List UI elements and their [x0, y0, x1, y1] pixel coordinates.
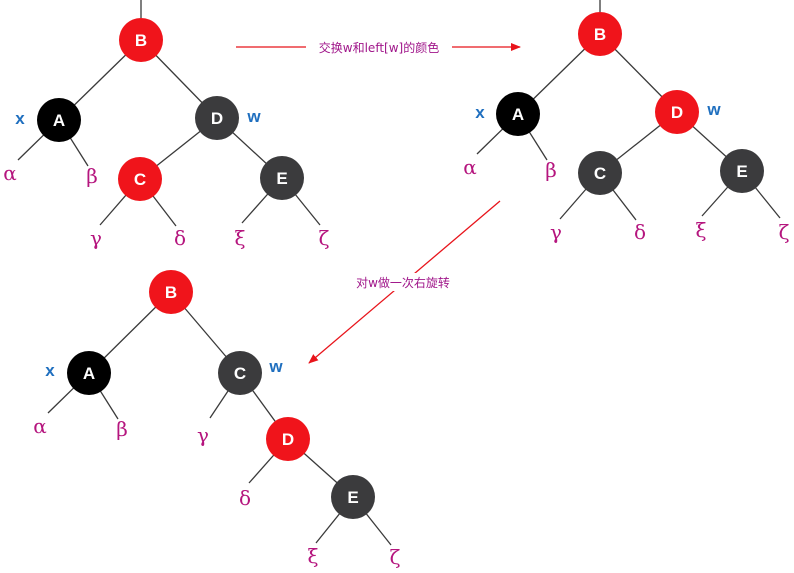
node-b-label: B	[594, 25, 606, 44]
node-e-label: E	[347, 488, 358, 507]
node-a	[496, 92, 540, 136]
caption-step1-bg	[306, 38, 452, 56]
step2-arrow: 对w做一次右旋转	[308, 200, 501, 364]
subtree-gamma: γ	[90, 226, 102, 250]
subtree-alpha: α	[463, 155, 477, 179]
node-d-label: D	[211, 109, 223, 128]
caption-step1: 交换w和left[w]的颜色	[319, 40, 439, 55]
node-e	[331, 475, 375, 519]
pointer-w: w	[246, 107, 261, 126]
node-a	[67, 351, 111, 395]
subtree-xi: ξ	[695, 218, 706, 242]
node-c	[578, 151, 622, 195]
node-e-label: E	[276, 169, 287, 188]
subtree-alpha: α	[33, 414, 47, 438]
node-a-label: A	[83, 364, 95, 383]
pointer-w: w	[706, 100, 721, 119]
subtree-alpha: α	[3, 161, 17, 185]
pointer-x: x	[15, 109, 25, 128]
subtree-zeta: ζ	[779, 220, 790, 244]
node-e	[720, 149, 764, 193]
node-e-label: E	[736, 162, 747, 181]
node-d	[655, 90, 699, 134]
node-b-label: B	[135, 31, 147, 50]
tree-after-rotation: B A C D E x w α β γ δ ξ ζ	[33, 270, 401, 569]
node-b	[119, 18, 163, 62]
pointer-w: w	[268, 357, 283, 376]
subtree-delta: δ	[174, 226, 186, 250]
subtree-gamma: γ	[197, 423, 209, 447]
step1-arrow: 交换w和left[w]的颜色	[236, 38, 521, 56]
caption-step2: 对w做一次右旋转	[356, 275, 450, 290]
subtree-zeta: ζ	[390, 545, 401, 569]
node-a-label: A	[512, 105, 524, 124]
tree-after-recolor: B A D C E x w α β γ δ ξ ζ	[463, 0, 790, 244]
subtree-xi: ξ	[307, 544, 318, 568]
subtree-xi: ξ	[234, 226, 245, 250]
node-c-label: C	[134, 170, 146, 189]
subtree-gamma: γ	[550, 220, 562, 244]
pointer-x: x	[475, 103, 485, 122]
node-d-label: D	[282, 430, 294, 449]
subtree-zeta: ζ	[319, 226, 330, 250]
node-d	[195, 96, 239, 140]
subtree-beta: β	[86, 164, 98, 188]
pointer-x: x	[45, 361, 55, 380]
node-a	[37, 98, 81, 142]
node-d-label: D	[671, 103, 683, 122]
subtree-delta: δ	[239, 486, 251, 510]
node-c-label: C	[594, 164, 606, 183]
tree-before: B A D C E x w α β γ δ ξ ζ	[3, 0, 330, 250]
subtree-delta: δ	[634, 220, 646, 244]
subtree-beta: β	[545, 158, 557, 182]
node-c	[118, 157, 162, 201]
node-b-label: B	[165, 283, 177, 302]
node-b	[149, 270, 193, 314]
caption-step2-bg	[342, 273, 464, 291]
node-b	[578, 12, 622, 56]
subtree-beta: β	[116, 417, 128, 441]
node-a-label: A	[53, 111, 65, 130]
node-c	[218, 351, 262, 395]
node-c-label: C	[234, 364, 246, 383]
node-d	[266, 417, 310, 461]
node-e	[260, 156, 304, 200]
